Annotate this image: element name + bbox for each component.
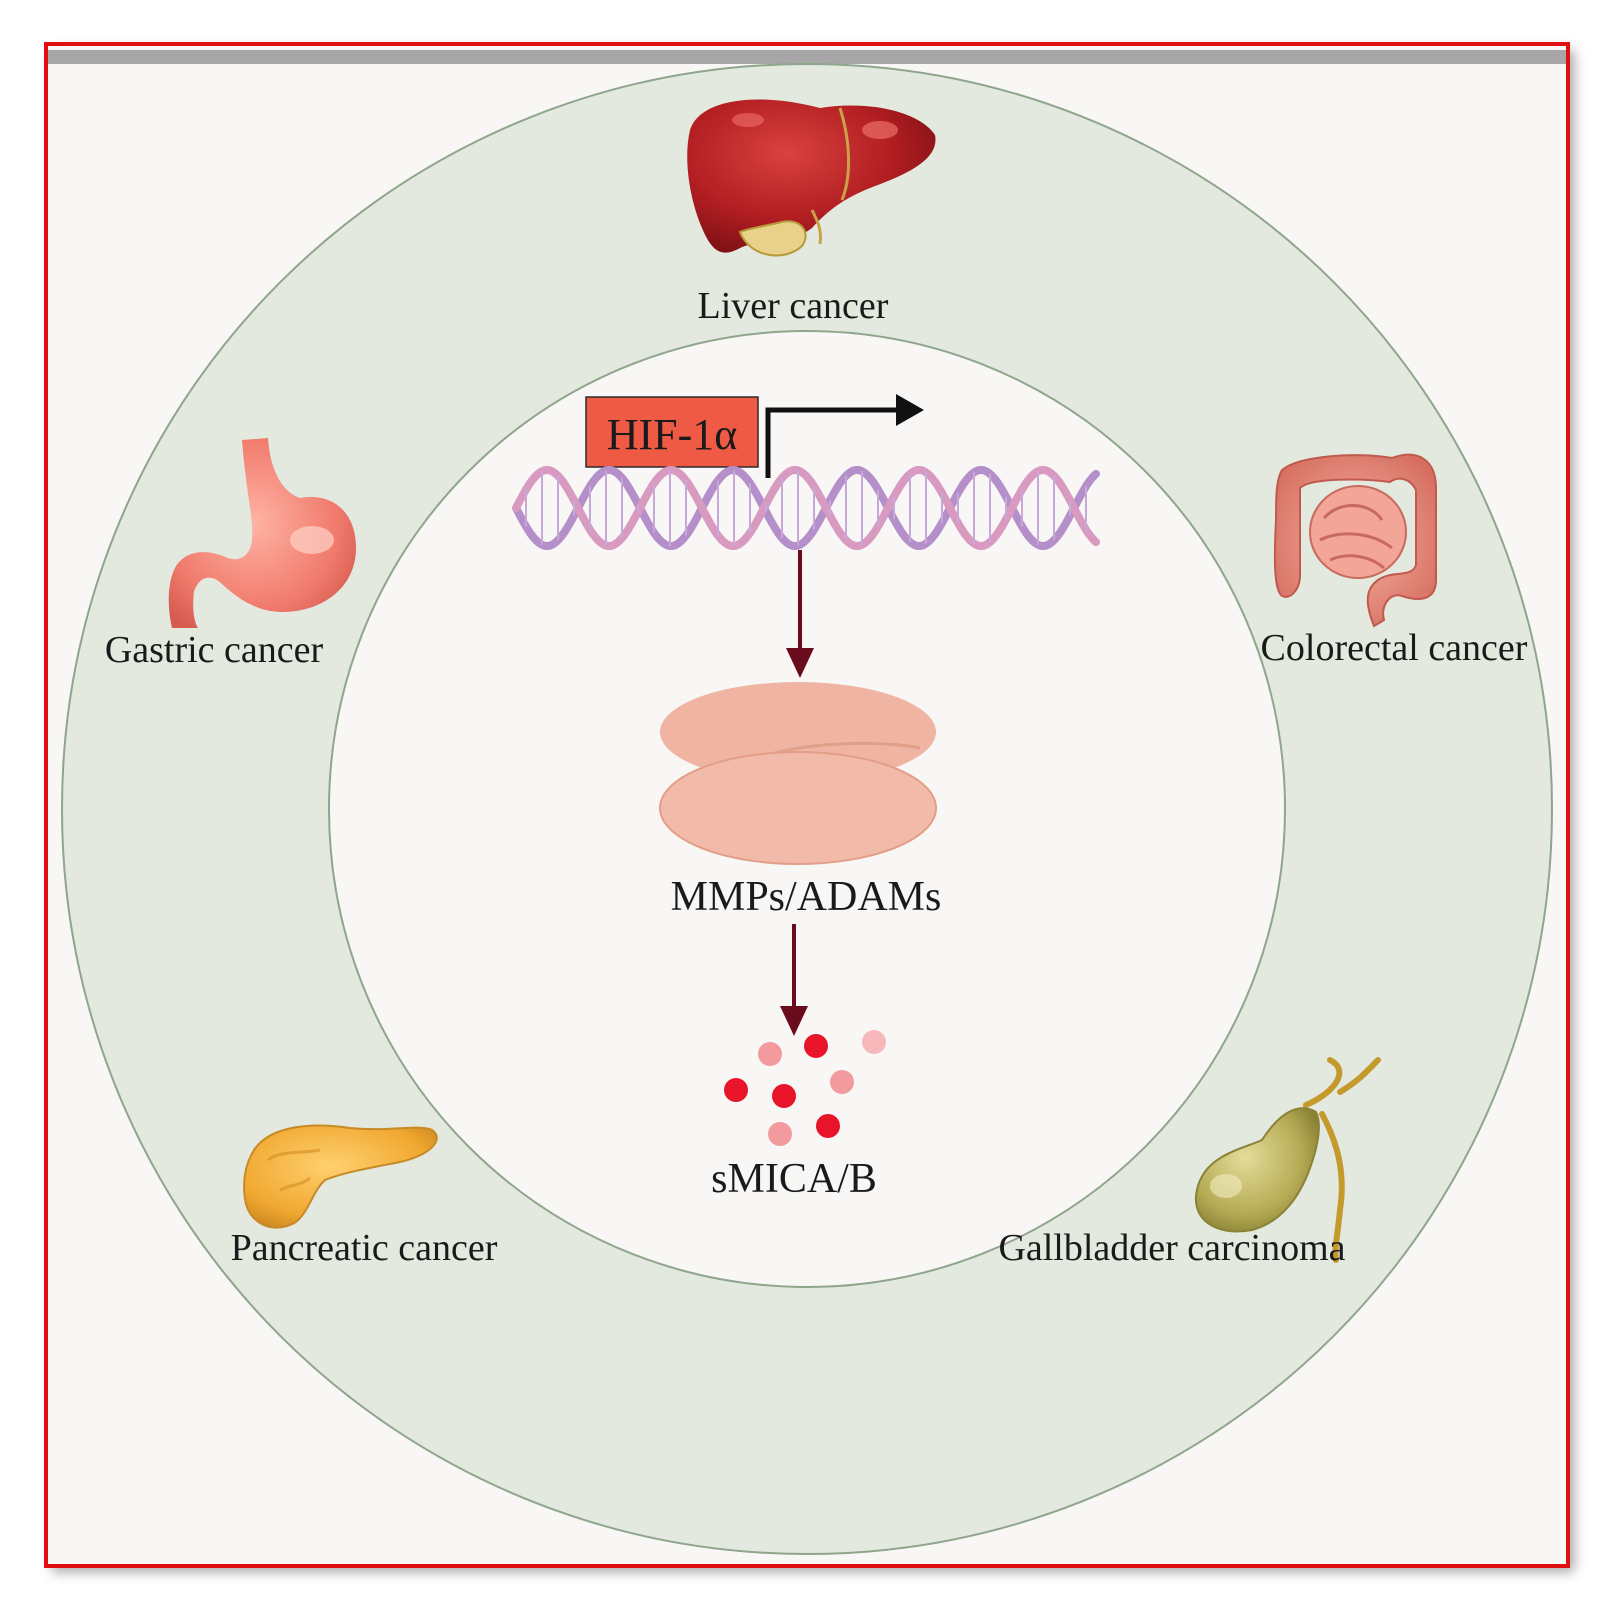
pancreas-icon bbox=[243, 1124, 438, 1229]
arrow-to-enzyme bbox=[786, 550, 814, 678]
hif-1a-box: HIF-1α bbox=[585, 396, 759, 468]
stomach-icon bbox=[168, 438, 356, 628]
transcription-start-arrow bbox=[765, 394, 924, 478]
intestine-icon bbox=[1273, 453, 1437, 628]
pancreatic-cancer-label: Pancreatic cancer bbox=[231, 1227, 498, 1269]
hif-1a-label: HIF-1α bbox=[607, 410, 738, 459]
liver-cancer-label: Liver cancer bbox=[698, 285, 889, 327]
liver-icon bbox=[687, 99, 936, 257]
gallbladder-icon bbox=[1194, 1057, 1381, 1263]
gastric-cancer-label: Gastric cancer bbox=[105, 629, 324, 671]
enzyme-label: MMPs/ADAMs bbox=[671, 874, 942, 920]
enzyme-icon bbox=[659, 682, 937, 865]
smica-label: sMICA/B bbox=[711, 1156, 877, 1202]
smica-particles-icon bbox=[724, 1030, 886, 1146]
colorectal-cancer-label: Colorectal cancer bbox=[1261, 627, 1528, 669]
gallbladder-carcinoma-label: Gallbladder carcinoma bbox=[998, 1227, 1345, 1269]
dna-helix-icon bbox=[512, 466, 1100, 550]
arrow-to-product bbox=[780, 924, 808, 1036]
